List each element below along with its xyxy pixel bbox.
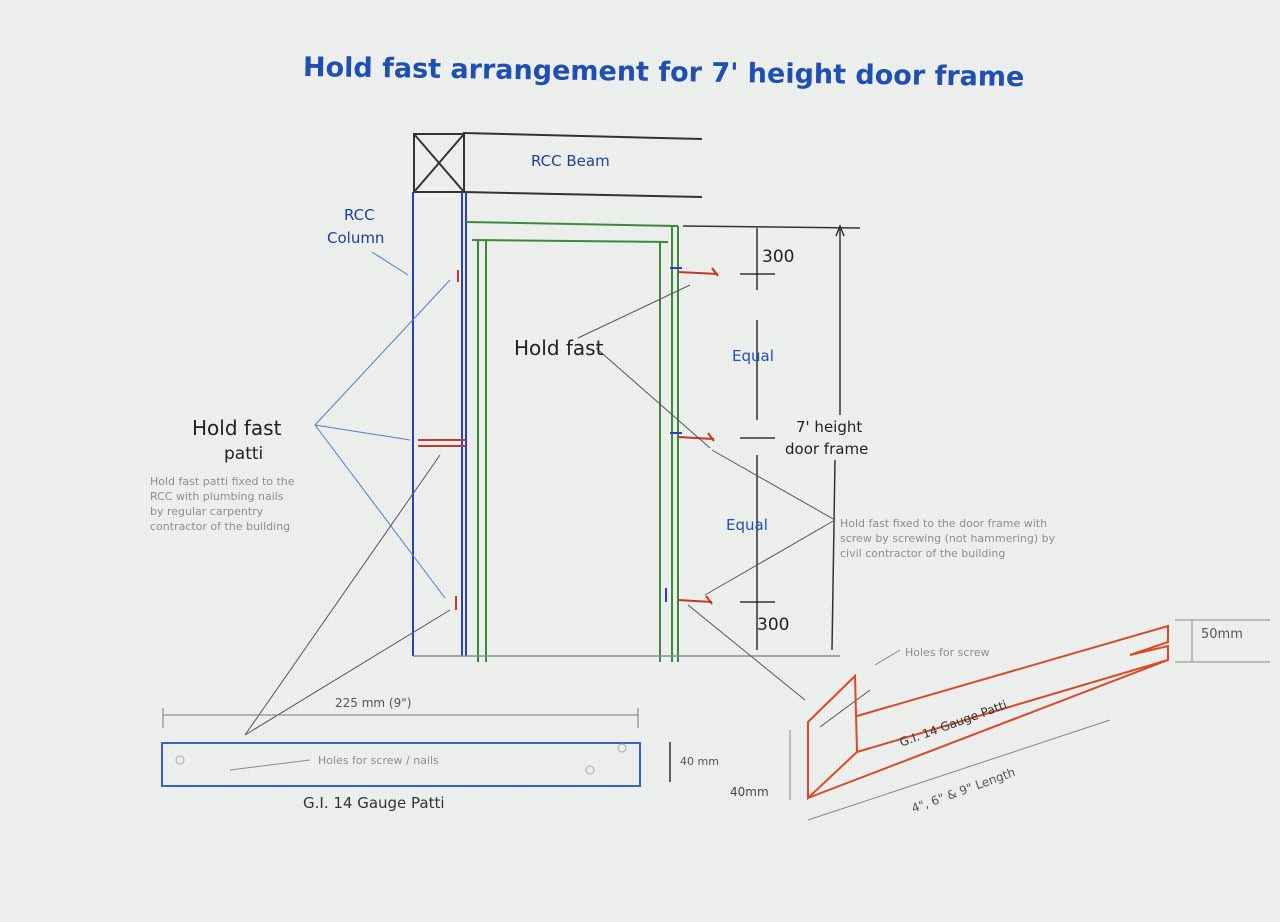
leader-lines	[314, 251, 451, 599]
isometric-dims	[789, 619, 1270, 821]
left-note-line-2: RCC with plumbing nails	[150, 490, 284, 503]
right-note-line-3: civil contractor of the building	[840, 547, 1006, 560]
right-note-line-2: screw by screwing (not hammering) by	[840, 532, 1056, 545]
isometric-patti	[807, 624, 1169, 801]
left-note-line-4: contractor of the building	[150, 520, 291, 533]
hold-fast-patti-label-1: Hold fast	[192, 416, 282, 440]
height-label-1: 7' height	[796, 418, 863, 436]
right-note-line-1: Hold fast fixed to the door frame with	[840, 517, 1048, 530]
dim-40mm-left: 40 mm	[680, 755, 719, 768]
rcc-beam	[462, 132, 703, 198]
door-frame	[465, 221, 679, 662]
right-note: Hold fast fixed to the door frame with s…	[840, 516, 1055, 561]
holes-for-screw-label: Holes for screw	[905, 646, 990, 659]
left-note-line-1: Hold fast patti fixed to the	[150, 475, 295, 488]
rcc-beam-label: RCC Beam	[531, 152, 610, 170]
left-note-line-3: by regular carpentry	[150, 505, 264, 518]
dim-50mm: 50mm	[1201, 627, 1243, 642]
rcc-column	[412, 192, 467, 656]
leader-lines-grey	[244, 284, 871, 736]
hold-fast-label: Hold fast	[514, 336, 604, 360]
holes-screw-nails-label: Holes for screw / nails	[318, 754, 439, 767]
height-label-2: door frame	[785, 440, 869, 458]
dimension-lines	[682, 223, 861, 651]
hold-fast-patti-label-2: patti	[224, 444, 264, 464]
dim-300-bottom: 300	[757, 615, 790, 635]
dim-300-top: 300	[762, 247, 795, 267]
dim-225: 225 mm (9")	[335, 696, 412, 710]
dim-40mm-right: 40mm	[730, 785, 769, 799]
rcc-column-label-2: Column	[327, 229, 385, 247]
equal-label-2: Equal	[726, 516, 768, 534]
gi-patti-bottom-label: G.I. 14 Gauge Patti	[303, 794, 445, 812]
column-section-box	[413, 133, 465, 193]
hold-fast-left	[418, 270, 466, 610]
left-note: Hold fast patti fixed to the RCC with pl…	[150, 474, 295, 534]
hold-fast-right	[665, 267, 719, 605]
bottom-patti	[161, 708, 671, 787]
rcc-column-label-1: RCC	[344, 206, 375, 224]
equal-label-1: Equal	[732, 347, 774, 365]
